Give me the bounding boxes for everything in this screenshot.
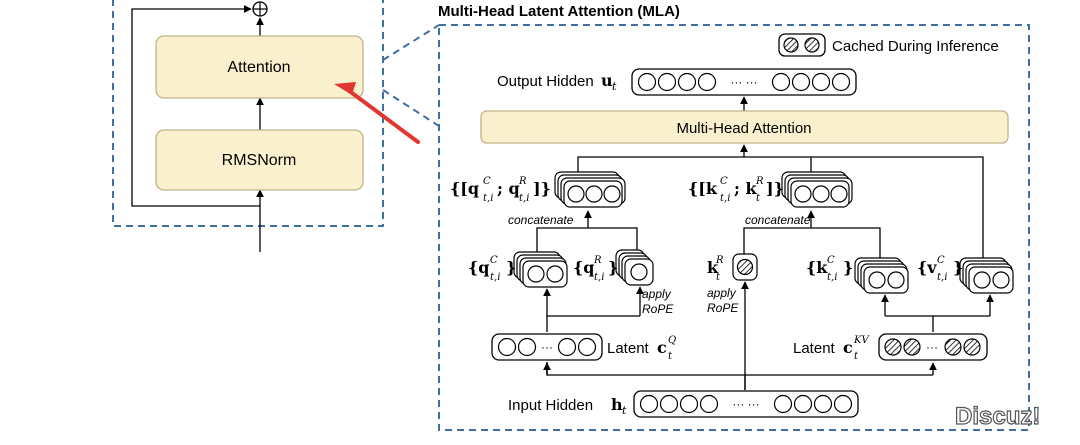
input-hidden-row: Input Hidden h t ··· ··· xyxy=(508,390,859,418)
apply-rope-k-2: RoPE xyxy=(707,301,739,315)
concatenate-label-k: concatenate xyxy=(745,213,811,227)
input-label: Input Hidden xyxy=(508,397,593,414)
red-pointer-arrow xyxy=(334,82,420,144)
kc-label: {k C t,i } xyxy=(806,255,853,283)
svg-text:t,i: t,i xyxy=(519,193,529,204)
apply-rope-k-1: apply xyxy=(707,286,737,300)
qc-stack xyxy=(513,251,568,288)
svg-text:t,i: t,i xyxy=(937,272,947,283)
svg-text:t: t xyxy=(716,272,721,283)
concatenate-label-q: concatenate xyxy=(508,213,574,227)
svg-text:}: } xyxy=(953,258,963,277)
latent-kv-label: Latent xyxy=(793,340,836,357)
svg-text:t: t xyxy=(668,351,673,362)
svg-text:t: t xyxy=(756,193,761,204)
svg-text:t: t xyxy=(612,80,617,93)
kc-stack xyxy=(854,257,909,294)
q-concat-label: {[q C t,i ; q R t,i ]} xyxy=(450,176,551,204)
vc-stack xyxy=(959,257,1014,294)
svg-text:··· ···: ··· ··· xyxy=(732,397,759,411)
svg-text:{v: {v xyxy=(917,258,937,277)
svg-text:C: C xyxy=(720,176,728,187)
svg-text:···: ··· xyxy=(541,340,553,354)
q-concat-stack xyxy=(554,171,626,208)
apply-rope-q-1: apply xyxy=(642,287,672,301)
transformer-block: Attention RMSNorm xyxy=(112,0,384,252)
svg-text:C: C xyxy=(483,176,491,187)
latent-q-row: ··· Latent c Q t xyxy=(491,333,676,362)
legend: Cached During Inference xyxy=(778,33,999,57)
k-concat-stack xyxy=(781,171,853,208)
mha-label: Multi-Head Attention xyxy=(676,120,811,137)
mla-dashed-border xyxy=(438,24,1030,431)
k-concat-label: {[k C t,i ; k R t ]} xyxy=(688,176,784,204)
discuz-watermark: Discuz! xyxy=(955,403,1040,430)
svg-text:t: t xyxy=(622,404,627,417)
svg-text:R: R xyxy=(755,176,764,187)
svg-text:··· ···: ··· ··· xyxy=(730,75,757,89)
rmsnorm-label: RMSNorm xyxy=(222,152,297,169)
qc-label: {q C t,i } xyxy=(468,255,516,283)
legend-label: Cached During Inference xyxy=(832,38,999,55)
svg-text:c: c xyxy=(843,338,853,357)
svg-text:···: ··· xyxy=(926,340,938,354)
qr-stack xyxy=(615,249,654,286)
attention-box xyxy=(155,35,364,99)
latent-q-label: Latent xyxy=(607,340,650,357)
svg-text:}: } xyxy=(506,258,516,277)
zoom-connector-top xyxy=(382,24,440,61)
svg-text:R: R xyxy=(715,255,724,266)
svg-text:{k: {k xyxy=(806,258,828,277)
svg-text:Q: Q xyxy=(668,335,676,346)
svg-text:t,i: t,i xyxy=(594,272,604,283)
svg-text:}: } xyxy=(608,258,618,277)
svg-text:; q: ; q xyxy=(497,179,520,198)
svg-text:t,i: t,i xyxy=(483,193,493,204)
attention-label: Attention xyxy=(227,59,290,76)
svg-text:t,i: t,i xyxy=(490,272,500,283)
svg-text:t: t xyxy=(854,351,859,362)
svg-text:R: R xyxy=(518,176,527,187)
svg-text:{q: {q xyxy=(573,258,594,277)
svg-text:t,i: t,i xyxy=(827,272,837,283)
svg-text:C: C xyxy=(827,255,835,266)
output-symbol: u xyxy=(601,71,613,90)
svg-text:k: k xyxy=(707,258,719,277)
svg-text:}: } xyxy=(843,258,853,277)
svg-text:]}: ]} xyxy=(766,179,784,198)
qr-label: {q R t,i } xyxy=(573,255,618,283)
block-dashed-border xyxy=(112,0,384,227)
output-hidden-row: Output Hidden u t ··· ··· xyxy=(497,68,857,96)
svg-text:]}: ]} xyxy=(533,179,551,198)
kr-vector xyxy=(732,253,758,281)
svg-text:{[k: {[k xyxy=(688,179,718,198)
input-symbol: h xyxy=(611,395,623,414)
svg-text:t,i: t,i xyxy=(720,193,730,204)
svg-text:KV: KV xyxy=(853,335,870,346)
latent-kv-row: Latent c KV t ··· xyxy=(793,333,988,362)
svg-text:{[q: {[q xyxy=(450,179,479,198)
latent-kv-vector xyxy=(878,333,988,361)
svg-text:R: R xyxy=(593,255,602,266)
latent-q-vector xyxy=(491,333,603,361)
svg-text:c: c xyxy=(657,338,667,357)
svg-text:{q: {q xyxy=(468,258,489,277)
rmsnorm-box xyxy=(155,129,364,191)
svg-text:; k: ; k xyxy=(734,179,757,198)
output-label: Output Hidden xyxy=(497,73,594,90)
kr-label: k R t xyxy=(707,255,724,283)
mla-title: Multi-Head Latent Attention (MLA) xyxy=(438,3,680,20)
svg-text:C: C xyxy=(937,255,945,266)
vc-label: {v C t,i } xyxy=(917,255,963,283)
svg-text:C: C xyxy=(490,255,498,266)
multi-head-attention-box xyxy=(480,110,1009,144)
apply-rope-q-2: RoPE xyxy=(642,302,674,316)
